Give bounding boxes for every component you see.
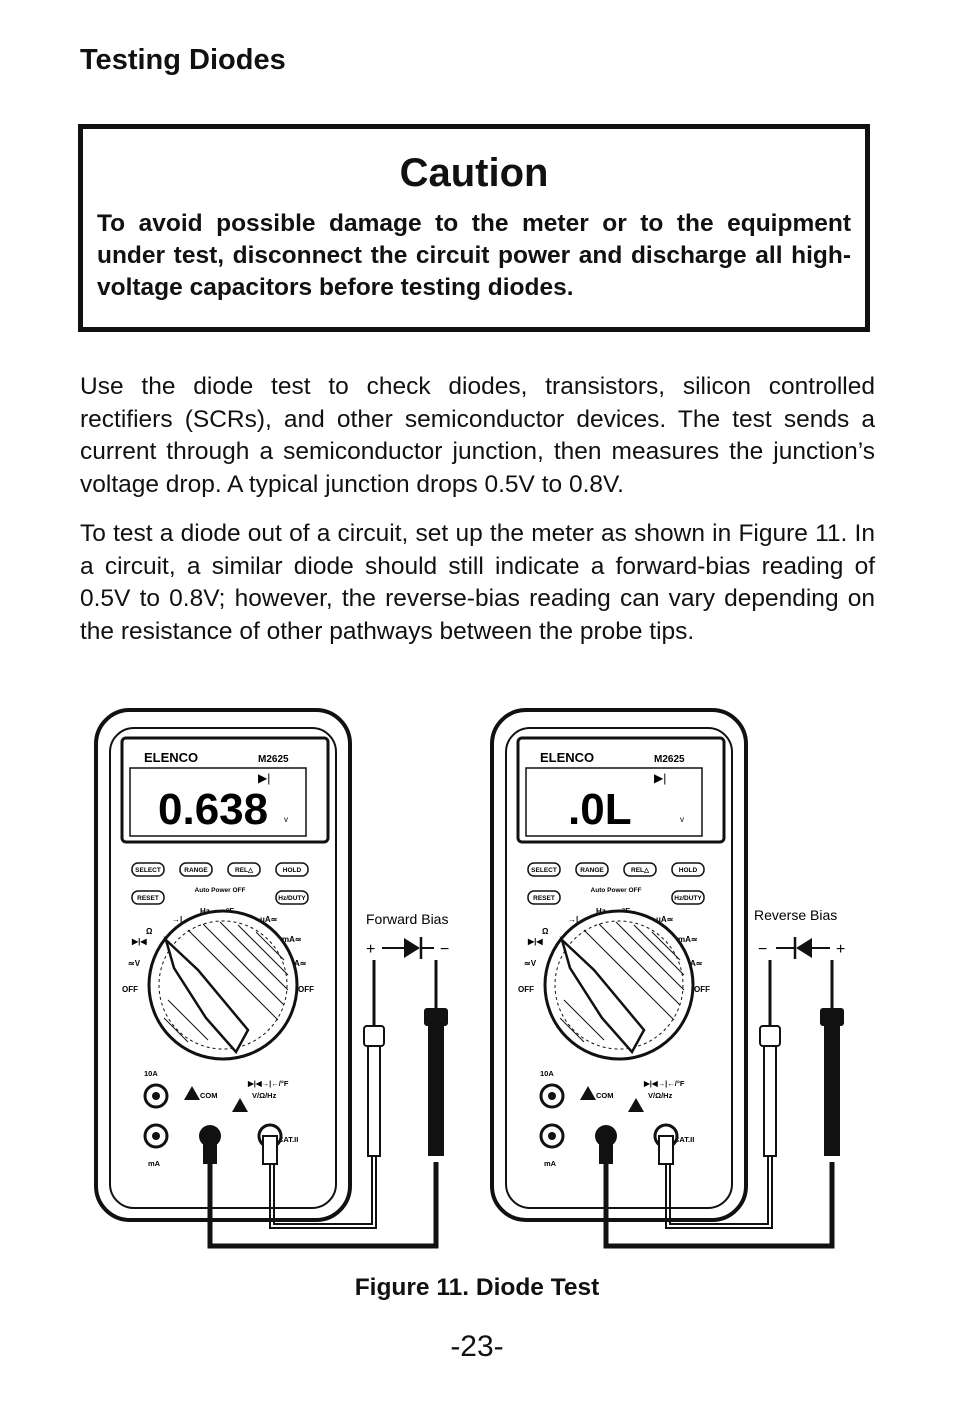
- reverse-diode-icon: [776, 937, 830, 959]
- range-button: RANGE: [580, 867, 604, 874]
- dial-ohm-label: Ω: [542, 927, 549, 936]
- dial-v-label: ≃V: [128, 959, 141, 968]
- auto-power-off-label: Auto Power OFF: [591, 887, 642, 894]
- hold-button: HOLD: [679, 867, 698, 874]
- page-number: -23-: [450, 1330, 504, 1363]
- auto-power-off-label: Auto Power OFF: [195, 887, 246, 894]
- minus-sign: −: [440, 941, 449, 958]
- dial-v-label: ≃V: [524, 959, 537, 968]
- red-probe: [759, 960, 781, 1157]
- dial-cap-label: →|←: [568, 915, 586, 924]
- minus-sign: −: [758, 941, 767, 958]
- jack-modes-label: ▶|◀→|←/°F: [643, 1079, 685, 1088]
- plus-sign: +: [836, 941, 845, 958]
- dial-ma-label: mA≃: [678, 935, 698, 944]
- caution-text: To avoid possible damage to the meter or…: [97, 210, 851, 301]
- dial-a-label: A≃: [690, 959, 703, 968]
- meter-left: ELENCO M2625 ▶| 0.638 v SELECT RANGE REL…: [94, 708, 449, 1249]
- lcd-reading: 0.638: [158, 785, 268, 834]
- jack-com-label: COM: [596, 1091, 614, 1100]
- dial-off-left: OFF: [122, 985, 138, 994]
- dial-ua-label: μA≃: [260, 915, 278, 924]
- paragraph-out-of-circuit: To test a diode out of a circuit, set up…: [80, 520, 875, 645]
- figure-caption: Figure 11. Diode Test: [354, 1274, 600, 1301]
- cat-label: CAT.II: [278, 1135, 298, 1144]
- dial-diode-label: ▶|◀: [527, 937, 543, 946]
- jack-ma-label: mA: [148, 1159, 161, 1168]
- bias-label: Reverse Bias: [754, 907, 837, 923]
- jack-modes-label: ▶|◀→|←/°F: [247, 1079, 289, 1088]
- brand-label: ELENCO: [540, 750, 594, 765]
- lcd-reading: .0L: [568, 785, 632, 834]
- dial-off-right: OFF: [298, 985, 314, 994]
- forward-diode-icon: [382, 937, 434, 959]
- section-title: Testing Diodes: [80, 44, 286, 76]
- rel-button: REL△: [235, 867, 254, 874]
- black-probe: [424, 960, 448, 1156]
- red-probe: [363, 960, 385, 1157]
- jack-ma-label: mA: [544, 1159, 557, 1168]
- dial-off-right: OFF: [694, 985, 710, 994]
- dial-a-label: A≃: [294, 959, 307, 968]
- dial-diode-label: ▶|◀: [131, 937, 147, 946]
- dial-off-left: OFF: [518, 985, 534, 994]
- reset-button: RESET: [137, 895, 159, 902]
- meter-right: ELENCO M2625 ▶| .0L v SELECT RANGE REL△ …: [490, 708, 845, 1249]
- rotary-dial: [543, 909, 695, 1061]
- black-probe: [820, 960, 844, 1156]
- jack-vohm-label: V/Ω/Hz: [648, 1091, 673, 1100]
- lcd-unit: v: [284, 815, 288, 824]
- model-label: M2625: [654, 754, 685, 765]
- caution-box: Caution To avoid possible damage to the …: [78, 124, 870, 332]
- select-button: SELECT: [135, 867, 161, 874]
- rel-button: REL△: [631, 867, 650, 874]
- select-button: SELECT: [531, 867, 557, 874]
- paragraph-diode-test: Use the diode test to check diodes, tran…: [80, 373, 875, 498]
- brand-label: ELENCO: [144, 750, 198, 765]
- dial-ohm-label: Ω: [146, 927, 153, 936]
- diode-symbol-icon: ▶|: [258, 771, 270, 785]
- jack-vohm-label: V/Ω/Hz: [252, 1091, 277, 1100]
- plus-sign: +: [366, 941, 375, 958]
- range-button: RANGE: [184, 867, 208, 874]
- reset-button: RESET: [533, 895, 555, 902]
- jack-10a-label: 10A: [540, 1069, 554, 1078]
- hzduty-button: Hz/DUTY: [278, 895, 306, 902]
- model-label: M2625: [258, 754, 289, 765]
- hzduty-button: Hz/DUTY: [674, 895, 702, 902]
- cat-label: CAT.II: [674, 1135, 694, 1144]
- bias-label: Forward Bias: [366, 911, 448, 927]
- jack-10a-label: 10A: [144, 1069, 158, 1078]
- jack-com-label: COM: [200, 1091, 218, 1100]
- diode-test-figure: ELENCO M2625 ▶| 0.638 v SELECT RANGE REL…: [94, 708, 845, 1249]
- dial-hz-label: Hz: [200, 907, 210, 916]
- dial-ma-label: mA≃: [282, 935, 302, 944]
- dial-cap-label: →|←: [172, 915, 190, 924]
- diode-symbol-icon: ▶|: [654, 771, 666, 785]
- lcd-unit: v: [680, 815, 684, 824]
- hold-button: HOLD: [283, 867, 302, 874]
- dial-hz-label: Hz: [596, 907, 606, 916]
- dial-ua-label: μA≃: [656, 915, 674, 924]
- rotary-dial: [147, 909, 299, 1061]
- caution-title: Caution: [399, 151, 549, 195]
